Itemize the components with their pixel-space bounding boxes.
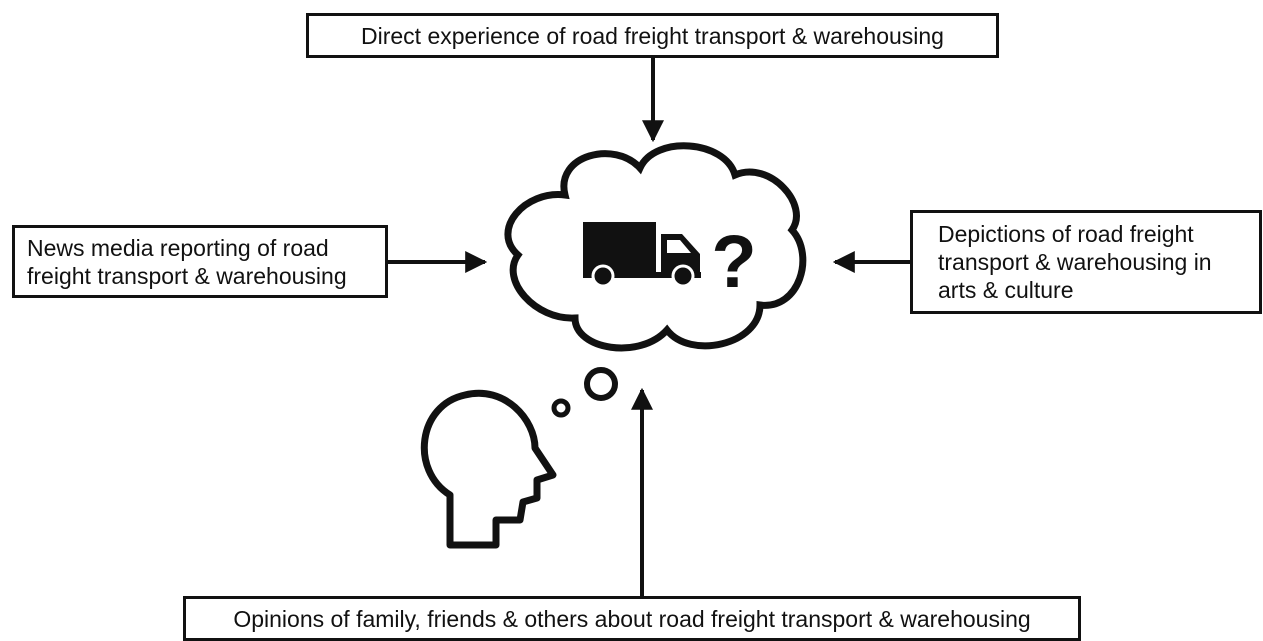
thought-trail-small-circle <box>551 398 571 418</box>
opinions-label: Opinions of family, friends & others abo… <box>233 606 1031 632</box>
opinions-box: Opinions of family, friends & others abo… <box>183 596 1081 641</box>
question-mark-icon: ? <box>711 220 756 303</box>
direct-experience-box: Direct experience of road freight transp… <box>306 13 999 58</box>
news-media-box: News media reporting of road freight tra… <box>12 225 388 298</box>
arts-culture-label-line-2: transport & warehousing in <box>938 249 1212 275</box>
arts-culture-box: Depictions of road freight transport & w… <box>910 210 1262 314</box>
news-media-label-line-2: freight transport & warehousing <box>27 263 347 289</box>
news-media-label-line-1: News media reporting of road <box>27 235 329 261</box>
arts-culture-label-line-3: arts & culture <box>938 277 1074 303</box>
thought-trail-large-circle <box>584 367 618 401</box>
head-silhouette-icon <box>420 389 557 549</box>
truck-icon <box>583 222 701 288</box>
direct-experience-label: Direct experience of road freight transp… <box>361 23 944 49</box>
arts-culture-label-line-1: Depictions of road freight <box>938 221 1194 247</box>
